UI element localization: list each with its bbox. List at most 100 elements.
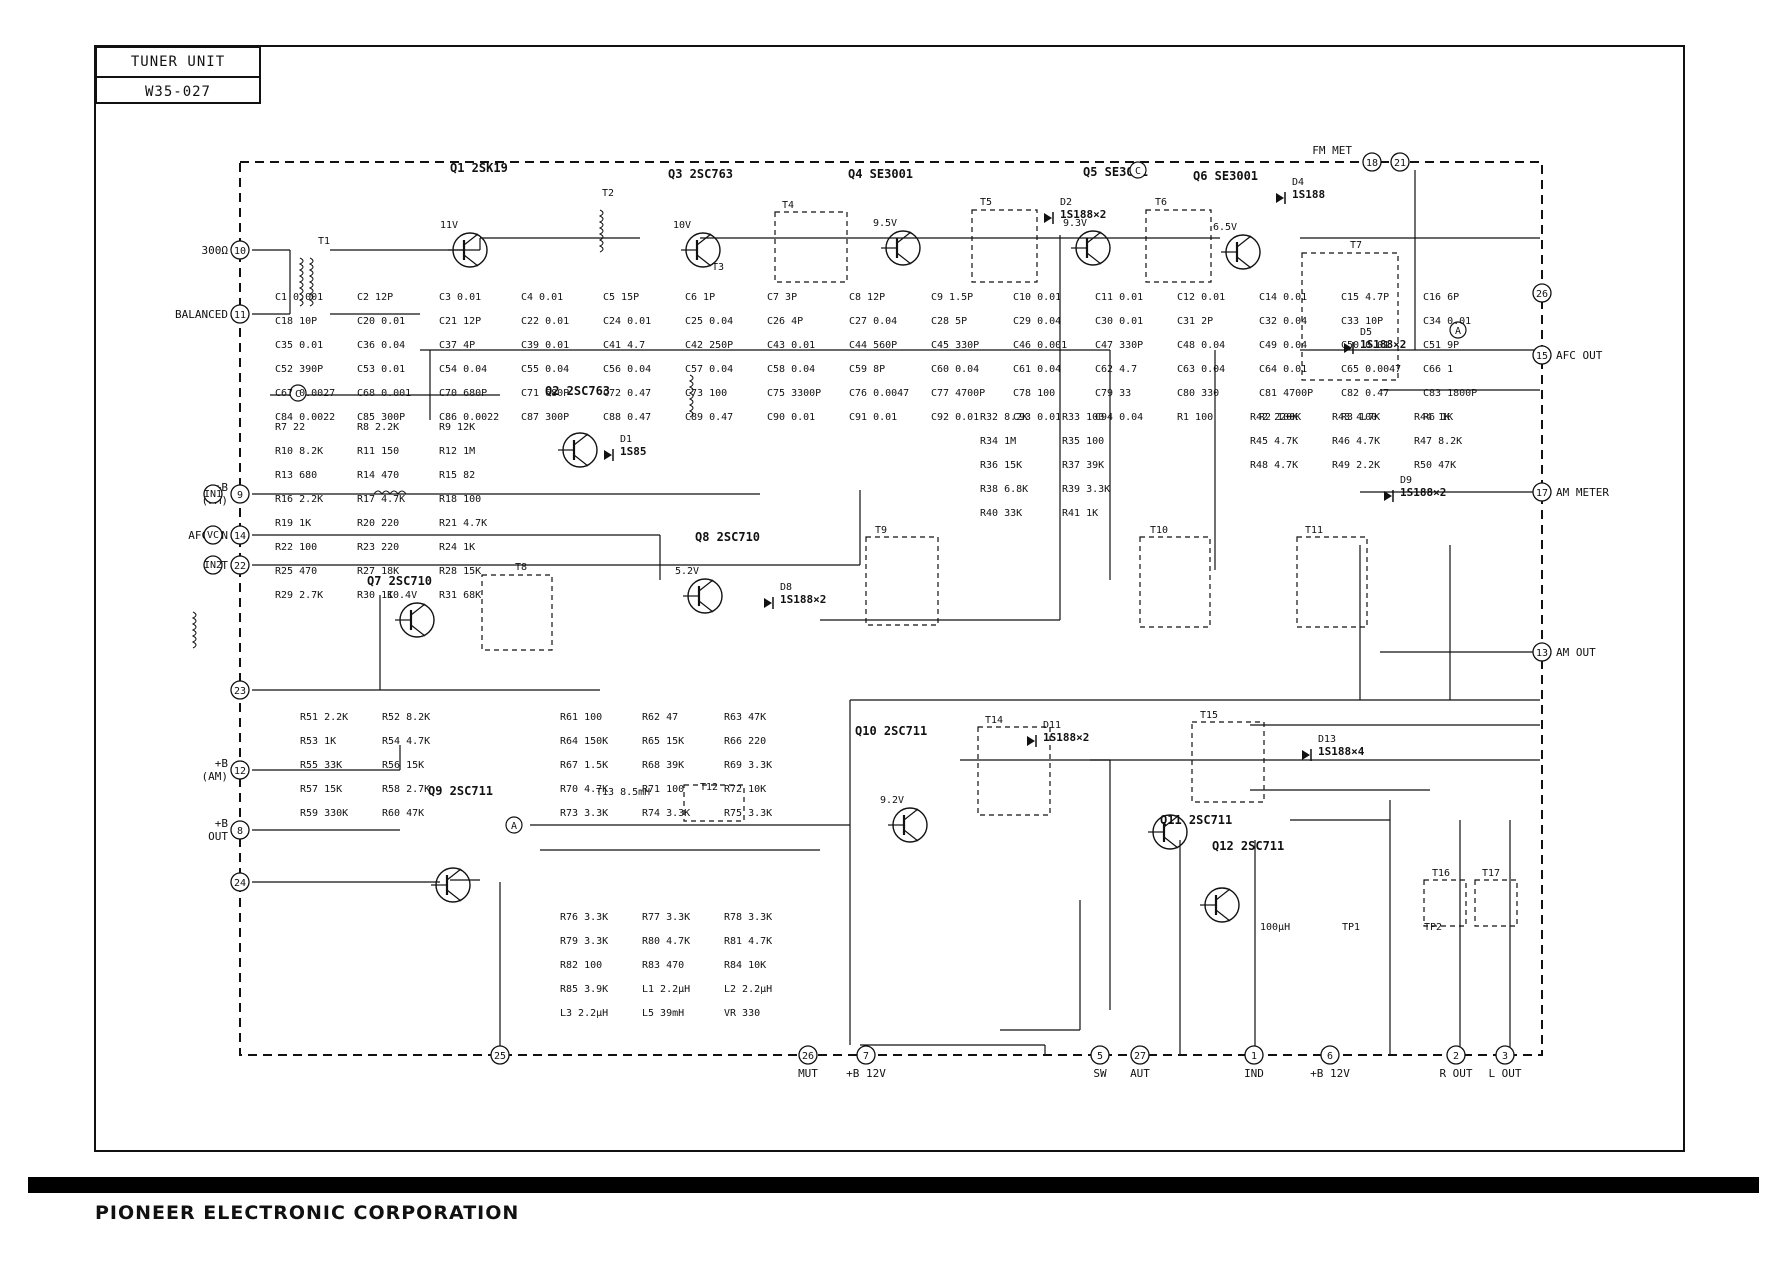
transformer-label: T13 8.5mH xyxy=(596,787,650,798)
component-value: C83 1800P xyxy=(1423,388,1477,399)
component-value: C87 300P xyxy=(521,412,569,423)
transformer-label: T7 xyxy=(1350,240,1362,251)
terminal-number: 27 xyxy=(1134,1051,1146,1062)
component-value: C33 10P xyxy=(1341,316,1383,327)
terminal-23: 23 xyxy=(230,680,250,700)
terminal-number: 21 xyxy=(1394,158,1406,169)
transistor-label: Q7 2SC710 xyxy=(367,574,432,588)
terminal-number: 9 xyxy=(237,490,243,501)
component-value: C64 0.01 xyxy=(1259,364,1307,375)
component-value: R25 470 xyxy=(275,566,317,577)
transformer-label: T16 xyxy=(1432,868,1450,879)
transformer-label: T11 xyxy=(1305,525,1323,536)
diode-ref: D13 xyxy=(1318,734,1336,745)
component-value: C84 0.0022 xyxy=(275,412,335,423)
component-value: R30 1K xyxy=(357,590,393,601)
component-value: R24 1K xyxy=(439,542,475,553)
component-value: C26 4P xyxy=(767,316,803,327)
bias-voltage: 9.3V xyxy=(1063,218,1087,229)
component-value: R14 470 xyxy=(357,470,399,481)
terminal-label: FM MET xyxy=(1312,144,1352,157)
terminal-number: 25 xyxy=(494,1051,506,1062)
component-value: C43 0.01 xyxy=(767,340,815,351)
terminal-label: AFC OUT xyxy=(1556,349,1603,362)
component-value: C49 0.04 xyxy=(1259,340,1307,351)
terminal-25: 25 xyxy=(490,1045,510,1065)
component-value: C14 0.01 xyxy=(1259,292,1307,303)
transistor-q2: Q2 2SC763 xyxy=(545,384,610,468)
component-value: R82 100 xyxy=(560,960,602,971)
component-value: C24 0.01 xyxy=(603,316,651,327)
component-value: C82 0.47 xyxy=(1341,388,1389,399)
transistor-label: Q6 SE3001 xyxy=(1193,169,1258,183)
terminal-label: OUT xyxy=(208,830,228,843)
terminal-label: MUT xyxy=(798,1067,818,1080)
component-value: R28 15K xyxy=(439,566,481,577)
component-value: R75 3.3K xyxy=(724,808,772,819)
component-value: R62 47 xyxy=(642,712,678,723)
component-value: C88 0.47 xyxy=(603,412,651,423)
component-value: R6 1K xyxy=(1423,412,1453,423)
diode-type: 1S188×2 xyxy=(1360,338,1406,351)
antenna-node-label: IN2 xyxy=(204,560,222,571)
component-value: C71 680P xyxy=(521,388,569,399)
component-value: C67 0.0027 xyxy=(275,388,335,399)
terminal-number: 3 xyxy=(1502,1051,1508,1062)
bias-voltage: 10.4V xyxy=(387,590,417,601)
component-value: C20 0.01 xyxy=(357,316,405,327)
coils xyxy=(191,209,694,649)
component-value: R77 3.3K xyxy=(642,912,690,923)
component-value: C68 0.001 xyxy=(357,388,411,399)
component-value: C52 390P xyxy=(275,364,323,375)
transformer-label: T12 xyxy=(700,782,718,793)
component-value: C42 250P xyxy=(685,340,733,351)
component-value: TP2 xyxy=(1424,922,1442,933)
component-value: C6 1P xyxy=(685,292,715,303)
transformer-label: T4 xyxy=(782,200,794,211)
footer-rule xyxy=(28,1177,1759,1193)
company-name: PIONEER ELECTRONIC CORPORATION xyxy=(95,1202,520,1224)
component-value: C8 12P xyxy=(849,292,885,303)
component-value: C36 0.04 xyxy=(357,340,405,351)
component-value: R18 100 xyxy=(439,494,481,505)
terminal-number: 5 xyxy=(1097,1051,1103,1062)
component-value: C16 6P xyxy=(1423,292,1459,303)
component-value: R17 4.7K xyxy=(357,494,405,505)
transformer-label: T1 xyxy=(318,236,330,247)
component-value: C58 0.04 xyxy=(767,364,815,375)
junction-marker: C xyxy=(1129,161,1147,179)
component-value: C45 330P xyxy=(931,340,979,351)
transformer-label: T6 xyxy=(1155,197,1167,208)
component-value: C54 0.04 xyxy=(439,364,487,375)
terminal-number: 10 xyxy=(234,246,246,257)
component-value: R42 220K xyxy=(1250,412,1298,423)
component-value: R3 100 xyxy=(1341,412,1377,423)
transformer-label: T5 xyxy=(980,197,992,208)
component-value: C32 0.04 xyxy=(1259,316,1307,327)
transistor-label: Q4 SE3001 xyxy=(848,167,913,181)
component-value: R70 4.7K xyxy=(560,784,608,795)
terminal-number: 13 xyxy=(1536,648,1548,659)
component-value: C65 0.0047 xyxy=(1341,364,1401,375)
component-value: R84 10K xyxy=(724,960,766,971)
junction-marker: A xyxy=(1449,321,1467,339)
component-value: C18 10P xyxy=(275,316,317,327)
terminal-number: 17 xyxy=(1536,488,1548,499)
component-value: R55 33K xyxy=(300,760,342,771)
diode-ref: D2 xyxy=(1060,197,1072,208)
component-value: C86 0.0022 xyxy=(439,412,499,423)
diode-ref: D8 xyxy=(780,582,792,593)
component-value: C28 5P xyxy=(931,316,967,327)
junction-marker-label: A xyxy=(511,821,517,832)
bias-voltage: 5.2V xyxy=(675,566,699,577)
terminal-number: 23 xyxy=(234,686,246,697)
